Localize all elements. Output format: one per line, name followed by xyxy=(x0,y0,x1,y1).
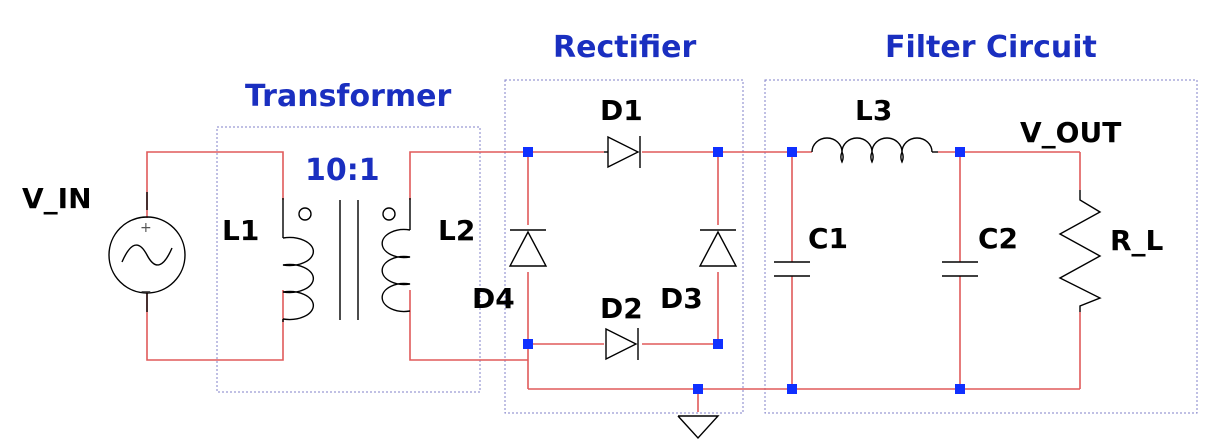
d2-label: D2 xyxy=(600,292,643,325)
ground-icon xyxy=(677,415,720,440)
l1-coil-icon xyxy=(282,198,315,322)
rectifier-block-outline xyxy=(504,79,744,414)
filter-title: Filter Circuit xyxy=(885,30,1097,65)
c2-label: C2 xyxy=(978,222,1018,255)
d2-diode-icon xyxy=(605,327,639,361)
l2-dot-icon xyxy=(382,207,396,221)
v-in-label: V_IN xyxy=(22,182,92,215)
source-plus-sign: + xyxy=(140,220,152,236)
ac-source-icon xyxy=(108,192,186,312)
d3-diode-icon xyxy=(698,229,738,267)
r-l-label: R_L xyxy=(1110,224,1164,257)
l2-coil-icon xyxy=(381,198,411,313)
junction-nodes xyxy=(523,147,965,394)
ratio-label: 10:1 xyxy=(305,153,380,188)
v-out-label: V_OUT xyxy=(1020,116,1121,149)
l1-label: L1 xyxy=(222,214,259,247)
rl-resistor-icon xyxy=(1058,190,1102,312)
filter-block-outline xyxy=(764,79,1198,414)
c1-label: C1 xyxy=(808,222,848,255)
l3-inductor-icon xyxy=(811,137,938,164)
l2-label: L2 xyxy=(438,214,475,247)
transformer-core-icon xyxy=(339,200,359,320)
transformer-title: Transformer xyxy=(245,79,451,114)
rectifier-title: Rectifier xyxy=(553,30,696,65)
d4-label: D4 xyxy=(472,282,515,315)
l1-dot-icon xyxy=(298,207,312,221)
wires xyxy=(146,151,1081,412)
d4-diode-icon xyxy=(508,229,548,267)
source-minus-sign: − xyxy=(140,284,152,300)
c2-capacitor-icon xyxy=(942,261,978,277)
c1-capacitor-icon xyxy=(774,261,810,277)
d1-diode-icon xyxy=(604,135,641,169)
d1-label: D1 xyxy=(600,94,643,127)
d3-label: D3 xyxy=(660,282,703,315)
l3-label: L3 xyxy=(855,94,892,127)
